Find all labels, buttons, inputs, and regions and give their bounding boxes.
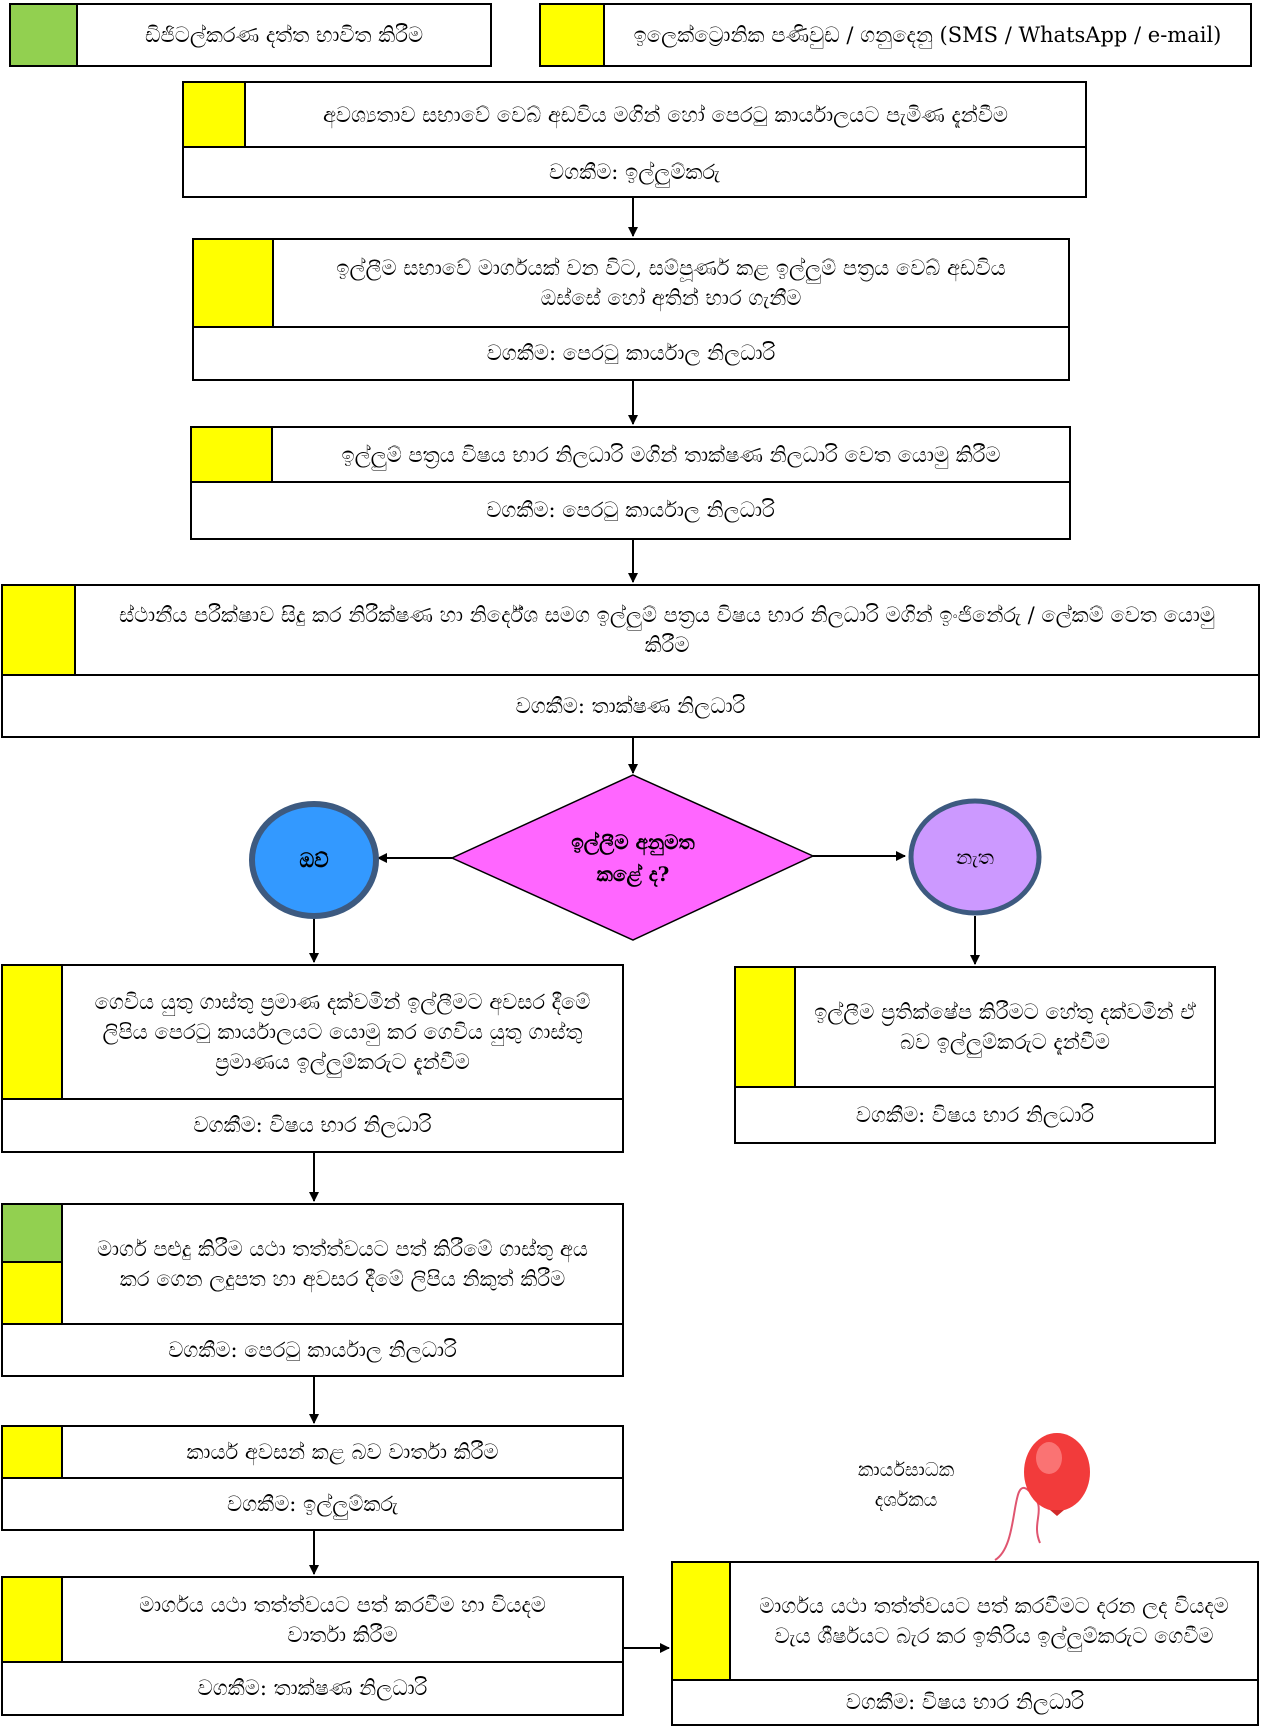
balloon-icon bbox=[994, 1433, 1090, 1561]
yes-circle bbox=[249, 801, 379, 919]
yes-step-2-marker bbox=[3, 1205, 63, 1323]
yes-step-4-responsibility: වගකීම: තාක්ෂණ නිලධාරි bbox=[1, 1663, 624, 1716]
decision-question: ඉල්ලීම අනුමත කළේ ද? bbox=[571, 830, 695, 886]
no-step-responsibility: වගකීම: විෂය භාර නිලධාරි bbox=[734, 1088, 1216, 1144]
yes-step-3-responsibility: වගකීම: ඉල්ලුම්කරු bbox=[1, 1479, 624, 1531]
step-4-responsibility: වගකීම: තාක්ෂණ නිලධාරි bbox=[1, 676, 1260, 738]
step-2-marker bbox=[194, 240, 274, 326]
no-label: නැත bbox=[955, 845, 995, 869]
yes-step-4-box: මාර්ගය යථා තත්ත්වයට පත් කරවීම හා වියදම ව… bbox=[1, 1576, 624, 1663]
no-step-text: ඉල්ලීම ප්‍රතික්ෂේප කිරීමට හේතු දක්වමින් … bbox=[814, 1000, 1196, 1054]
final-step-marker bbox=[673, 1563, 731, 1679]
step-3-marker bbox=[192, 428, 273, 481]
yes-step-2-box: මාර්ග පළුදු කිරීම යථා තත්ත්වයට පත් කිරීම… bbox=[1, 1203, 624, 1325]
no-step-box: ඉල්ලීම ප්‍රතික්ෂේප කිරීමට හේතු දක්වමින් … bbox=[734, 966, 1216, 1088]
final-step-box: මාර්ගය යථා තත්ත්වයට පත් කරවීමට දරන ලද වි… bbox=[671, 1561, 1259, 1681]
no-circle bbox=[908, 798, 1042, 916]
step-3-box: ඉල්ලුම් පත්‍රය විෂය භාර නිලධාරි මගින් තා… bbox=[190, 426, 1071, 483]
yes-step-3-box: කාර්ය අවසන් කළ බව වාර්තා කිරීම bbox=[1, 1425, 624, 1479]
legend-digital-label: ඩිජිටල්කරණ දත්ත භාවිත කිරීම bbox=[144, 22, 424, 47]
step-1-responsibility: වගකීම: ඉල්ලුම්කරු bbox=[182, 148, 1087, 198]
step-2-responsibility: වගකීම: පෙරටු කාර්යාල නිලධාරි bbox=[192, 328, 1070, 381]
yes-step-1-box: ගෙවිය යුතු ගාස්තු ප්‍රමාණ දක්වමින් ඉල්ලී… bbox=[1, 964, 624, 1100]
yes-step-1-text: ගෙවිය යුතු ගාස්තු ප්‍රමාණ දක්වමින් ඉල්ලී… bbox=[94, 990, 591, 1074]
yes-step-2-responsibility: වගකීම: පෙරටු කාර්යාල නිලධාරි bbox=[1, 1325, 624, 1377]
final-step-responsibility: වගකීම: විෂය භාර නිලධාරි bbox=[671, 1681, 1259, 1726]
legend-yellow-swatch bbox=[541, 5, 605, 65]
step-1-box: අවශ්‍යතාව සභාවේ වෙබ් අඩවිය මගින් හෝ පෙරට… bbox=[182, 81, 1087, 148]
yes-step-2-green-swatch bbox=[3, 1205, 61, 1263]
step-2-text: ඉල්ලීම සභාවේ මාර්ගයක් වන විට, සම්පූර්ණ ක… bbox=[336, 256, 1006, 310]
step-4-box: ස්ථානීය පරීක්ෂාව සිදු කර නිරීක්ෂණ හා නිර… bbox=[1, 584, 1260, 676]
yes-step-3-text: කාර්ය අවසන් කළ බව වාර්තා කිරීම bbox=[186, 1440, 499, 1464]
legend-green-swatch bbox=[11, 5, 78, 65]
step-1-marker bbox=[184, 83, 246, 146]
yes-label: ඔව් bbox=[299, 848, 329, 872]
step-3-responsibility: වගකීම: පෙරටු කාර්යාල නිලධාරි bbox=[190, 483, 1071, 540]
final-step-text: මාර්ගය යථා තත්ත්වයට පත් කරවීමට දරන ලද වි… bbox=[759, 1594, 1229, 1648]
yes-step-1-responsibility: වගකීම: විෂය භාර නිලධාරි bbox=[1, 1100, 624, 1153]
step-4-text: ස්ථානීය පරීක්ෂාව සිදු කර නිරීක්ෂණ හා නිර… bbox=[118, 603, 1216, 657]
yes-step-4-text: මාර්ගය යථා තත්ත්වයට පත් කරවීම හා වියදම ව… bbox=[139, 1592, 546, 1647]
step-2-box: ඉල්ලීම සභාවේ මාර්ගයක් වන විට, සම්පූර්ණ ක… bbox=[192, 238, 1070, 328]
step-4-marker bbox=[3, 586, 76, 674]
kpi-label: කාර්යසාධක දර්ශකය bbox=[858, 1459, 955, 1511]
step-3-text: ඉල්ලුම් පත්‍රය විෂය භාර නිලධාරි මගින් තා… bbox=[341, 442, 1001, 467]
yes-step-2-yellow-swatch bbox=[3, 1263, 61, 1323]
yes-step-2-text: මාර්ග පළුදු කිරීම යථා තත්ත්වයට පත් කිරීම… bbox=[97, 1237, 588, 1291]
legend-electronic-label: ඉලෙක්ට්‍රොනික පණිවුඩ / ගනුදෙනු (SMS / Wh… bbox=[633, 22, 1222, 47]
step-1-text: අවශ්‍යතාව සභාවේ වෙබ් අඩවිය මගින් හෝ පෙරට… bbox=[322, 102, 1009, 127]
no-step-marker bbox=[736, 968, 796, 1086]
legend-electronic: ඉලෙක්ට්‍රොනික පණිවුඩ / ගනුදෙනු (SMS / Wh… bbox=[539, 3, 1252, 67]
legend-digital: ඩිජිටල්කරණ දත්ත භාවිත කිරීම bbox=[9, 3, 492, 67]
yes-step-4-marker bbox=[3, 1578, 63, 1661]
decision-diamond bbox=[450, 774, 815, 941]
yes-step-1-marker bbox=[3, 966, 63, 1098]
yes-step-3-marker bbox=[3, 1427, 63, 1477]
